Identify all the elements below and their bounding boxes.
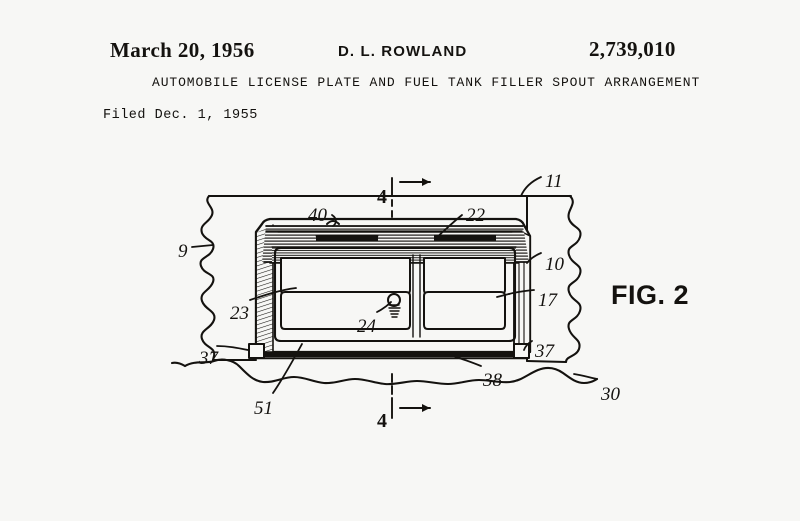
publication-date: March 20, 1956 bbox=[110, 38, 255, 62]
section-marker-bottom: 4 bbox=[377, 410, 387, 432]
ref-numeral-38: 38 bbox=[483, 370, 502, 391]
section-marker-top: 4 bbox=[377, 186, 387, 208]
ref-numeral-40: 40 bbox=[308, 205, 327, 226]
ref-numeral-9: 9 bbox=[178, 241, 188, 262]
ref-numeral-24: 24 bbox=[357, 316, 376, 337]
ref-numeral-17: 17 bbox=[538, 290, 557, 311]
inventor-name: D. L. ROWLAND bbox=[338, 43, 468, 60]
ref-numeral-22: 22 bbox=[466, 205, 485, 226]
figure-label: FIG. 2 bbox=[611, 280, 690, 310]
patent-title: AUTOMOBILE LICENSE PLATE AND FUEL TANK F… bbox=[152, 75, 701, 90]
ref-numeral-10: 10 bbox=[545, 254, 564, 275]
ref-numeral-37-right: 37 bbox=[535, 341, 554, 362]
ref-numeral-51: 51 bbox=[254, 398, 273, 419]
ref-numeral-11: 11 bbox=[545, 171, 563, 192]
ref-numeral-37-left: 37 bbox=[199, 348, 218, 369]
ref-numeral-23: 23 bbox=[230, 303, 249, 324]
filing-date: Filed Dec. 1, 1955 bbox=[103, 108, 258, 123]
patent-number: 2,739,010 bbox=[589, 37, 676, 61]
ref-numeral-30: 30 bbox=[601, 384, 620, 405]
